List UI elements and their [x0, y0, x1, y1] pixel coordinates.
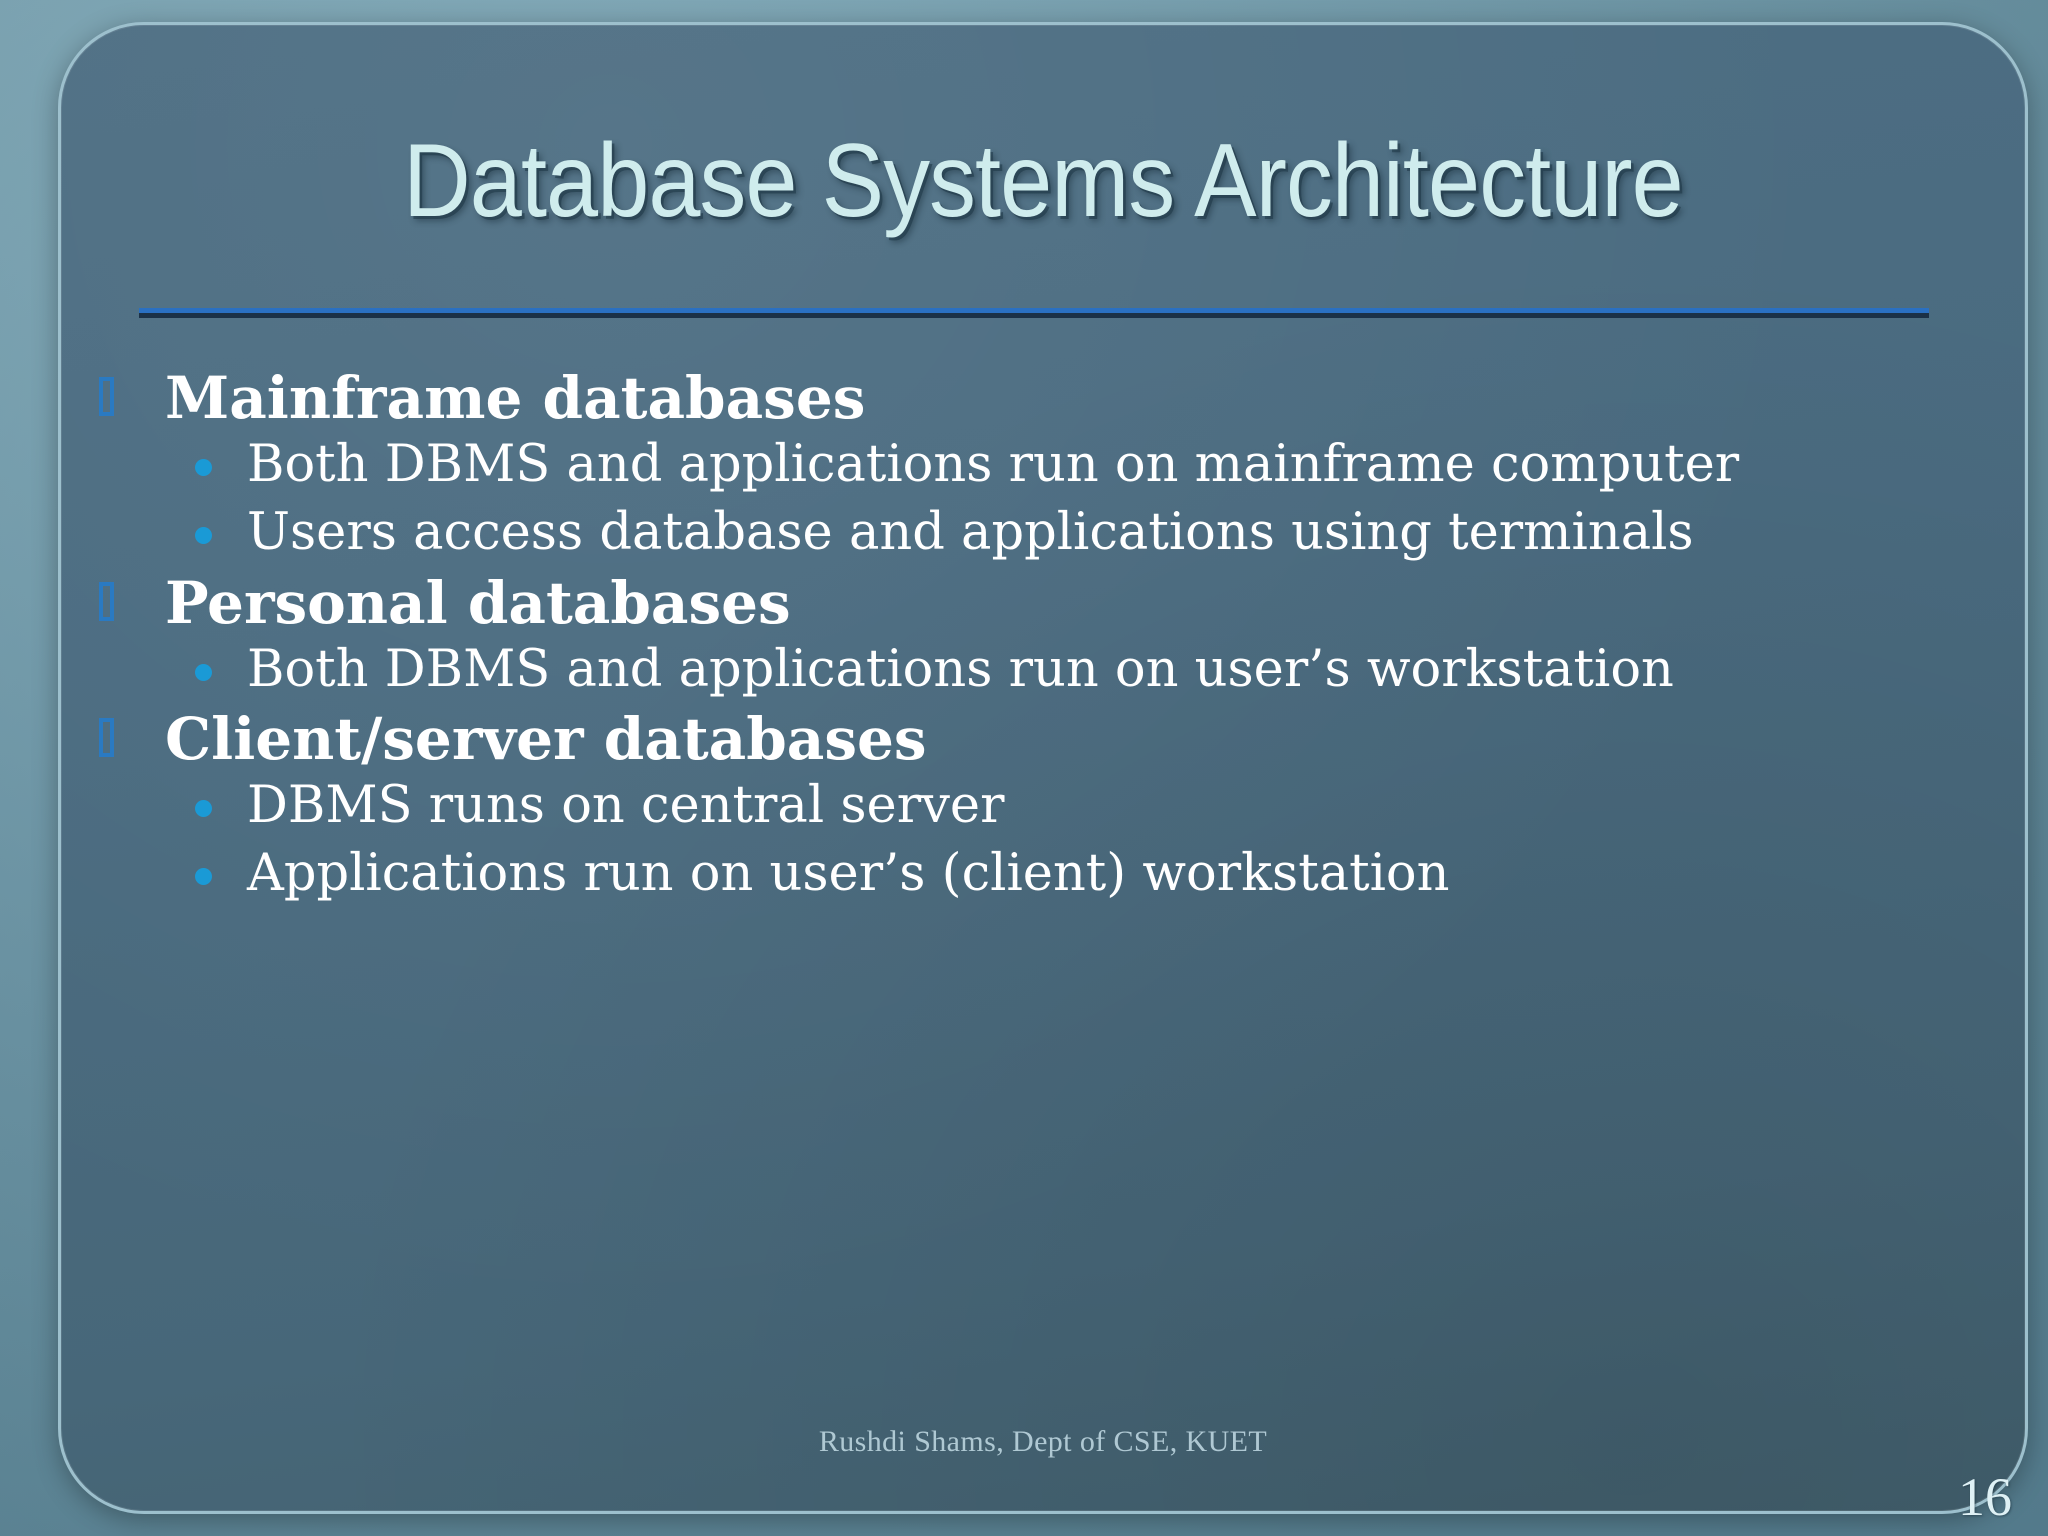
outline-heading-label: Mainframe databases: [165, 364, 866, 432]
slide-footer: Rushdi Shams, Dept of CSE, KUET: [818, 1425, 1268, 1458]
outline-heading-label: Personal databases: [165, 568, 791, 637]
outline-heading-mainframe-databases: Mainframe databases: [99, 365, 1965, 431]
outline-heading-label: Client/server databases: [165, 704, 927, 773]
bullet-dot-icon: [195, 501, 247, 545]
bullet-dot-icon: [195, 638, 247, 681]
page-title: Database Systems Architecture: [403, 123, 1684, 239]
list-item: Applications run on user’s (client) work…: [99, 842, 1965, 906]
missing-glyph-box-icon: [99, 570, 165, 621]
bullet-dot-icon: [195, 774, 247, 818]
missing-glyph-box-icon: [99, 365, 165, 416]
bullet-dot-icon: [195, 433, 247, 477]
page-number: 16: [1958, 1467, 2012, 1527]
slide-title-container: Database Systems Architecture: [121, 123, 1965, 239]
outline-heading-personal-databases: Personal databases: [99, 568, 1965, 637]
title-divider-rule: [139, 308, 1929, 313]
outline-heading-client-server-databases: Client/server databases: [99, 706, 1965, 772]
list-item: Both DBMS and applications run on user’s…: [99, 638, 1965, 702]
list-item-label: DBMS runs on central server: [247, 776, 1005, 836]
list-item-label: Users access database and applications u…: [247, 503, 1694, 563]
list-item-label: Both DBMS and applications run on mainfr…: [247, 435, 1740, 495]
list-item-label: Both DBMS and applications run on user’s…: [247, 639, 1674, 699]
list-item-label: Applications run on user’s (client) work…: [247, 844, 1450, 904]
slide-body-outline: Mainframe databases Both DBMS and applic…: [99, 365, 1965, 911]
list-item: Users access database and applications u…: [99, 501, 1965, 565]
list-item: DBMS runs on central server: [99, 774, 1965, 838]
slide-content-panel: Database Systems Architecture Mainframe …: [58, 22, 2028, 1514]
missing-glyph-box-icon: [99, 706, 165, 757]
list-item: Both DBMS and applications run on mainfr…: [99, 433, 1965, 497]
bullet-dot-icon: [195, 842, 247, 886]
